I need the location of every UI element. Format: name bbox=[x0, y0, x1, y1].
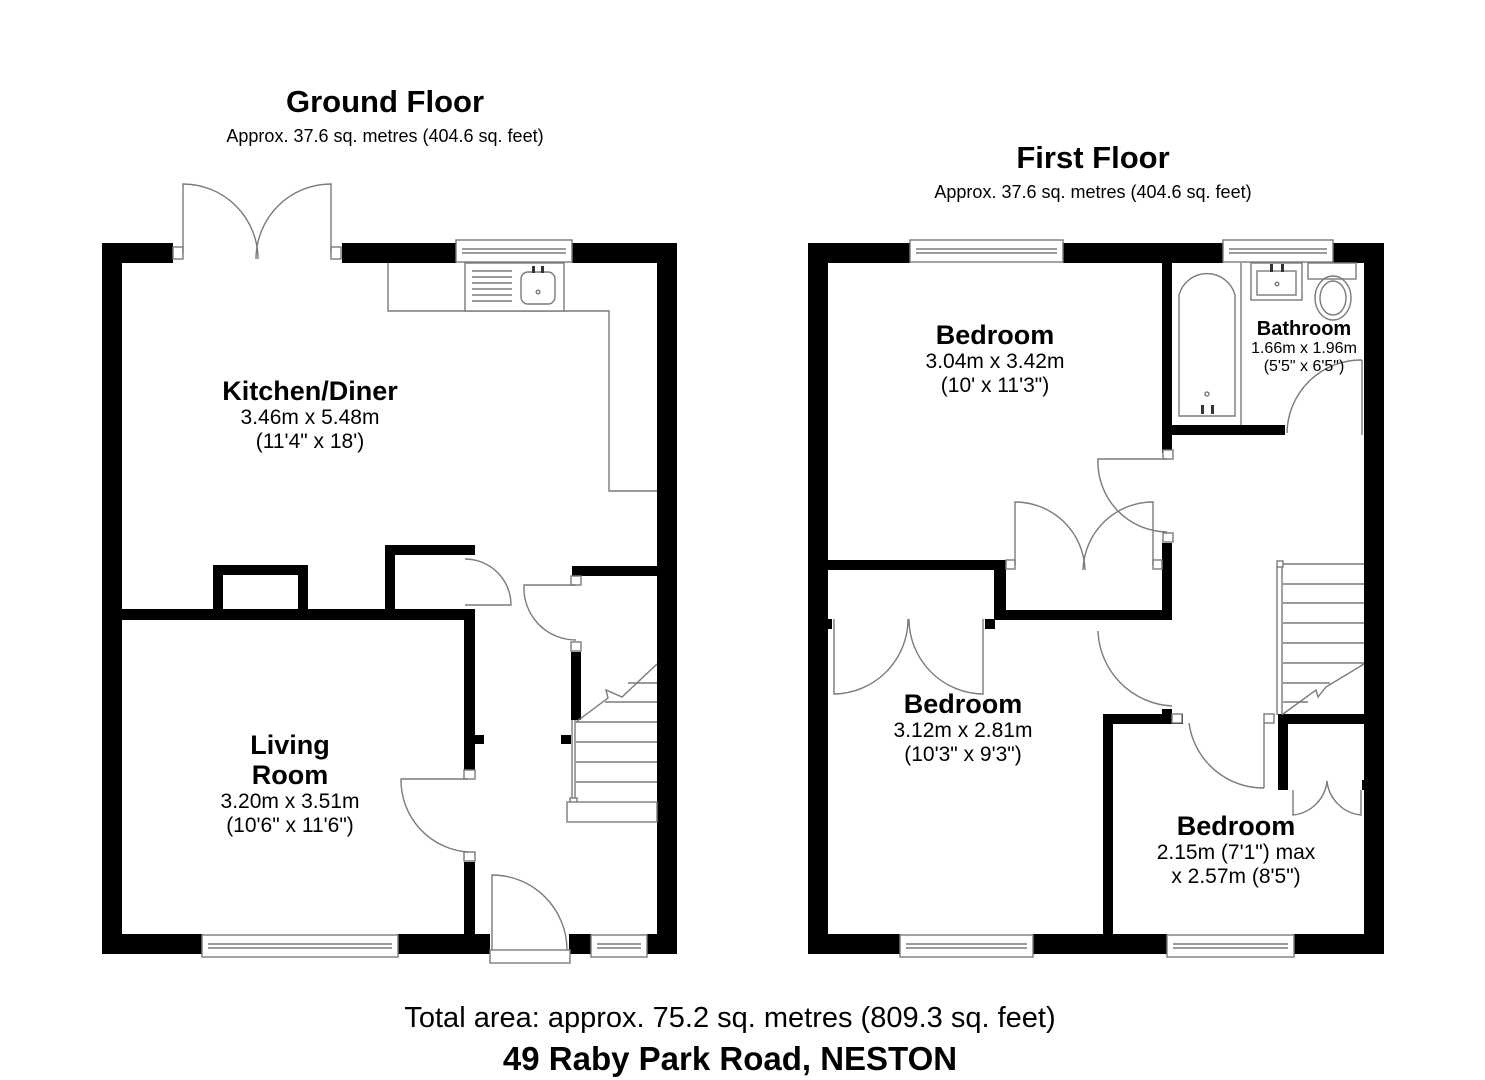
door-swing-icon bbox=[400, 769, 476, 862]
room-label-living-room: Living Room 3.20m x 3.51m (10'6" x 11'6"… bbox=[160, 730, 420, 838]
room-name: Kitchen/Diner bbox=[222, 376, 398, 406]
door-swing-icon bbox=[1188, 713, 1275, 789]
room-dimensions-imperial: (10'6" x 11'6") bbox=[226, 813, 354, 837]
toilet-icon bbox=[1307, 262, 1357, 321]
bath-icon bbox=[1178, 263, 1242, 425]
staircase-icon bbox=[1276, 560, 1365, 715]
door-swing-icon bbox=[523, 575, 582, 652]
room-dimensions-metric: 3.04m x 3.42m bbox=[925, 350, 1065, 374]
room-name: Bedroom bbox=[1176, 811, 1296, 841]
first-floor-area: Approx. 37.6 sq. metres (404.6 sq. feet) bbox=[934, 182, 1252, 202]
room-label-bedroom-1: Bedroom 3.04m x 3.42m (10' x 11'3") bbox=[870, 320, 1120, 397]
room-label-bedroom-3: Bedroom 2.15m (7'1") max x 2.57m (8'5") bbox=[1120, 811, 1352, 888]
first-floor-plan bbox=[808, 239, 1384, 958]
window-icon bbox=[1166, 934, 1295, 958]
room-dimensions-metric: 3.46m x 5.48m bbox=[240, 406, 380, 430]
room-name: Bathroom bbox=[1256, 318, 1352, 340]
room-dimensions-imperial: (5'5" x 6'5") bbox=[1263, 358, 1345, 376]
staircase-icon bbox=[566, 663, 658, 823]
basin-icon bbox=[1250, 262, 1303, 301]
door-swing-icon bbox=[1286, 359, 1363, 435]
window-icon bbox=[909, 239, 1064, 263]
window-icon bbox=[201, 934, 399, 958]
sink-icon bbox=[464, 262, 565, 312]
room-name-line1: Living bbox=[250, 730, 330, 760]
window-icon bbox=[590, 934, 648, 958]
property-address: 49 Raby Park Road, NESTON bbox=[502, 1040, 958, 1077]
window-icon bbox=[899, 934, 1034, 958]
room-dimensions-metric: 1.66m x 1.96m bbox=[1251, 340, 1357, 358]
door-swing-icon bbox=[489, 874, 571, 964]
room-dimensions-imperial: (11'4" x 18') bbox=[255, 429, 365, 453]
total-area: Total area: approx. 75.2 sq. metres (809… bbox=[404, 1002, 1056, 1034]
room-name: Bedroom bbox=[935, 320, 1055, 350]
room-dimensions-imperial: (10'3" x 9'3") bbox=[904, 742, 1022, 766]
window-icon bbox=[1222, 239, 1334, 263]
ground-floor-title: Ground Floor bbox=[285, 84, 485, 119]
room-label-kitchen-diner: Kitchen/Diner 3.46m x 5.48m (11'4" x 18'… bbox=[175, 376, 445, 453]
ground-floor-plan bbox=[102, 183, 677, 964]
door-swing-icon bbox=[1097, 449, 1174, 543]
cupboard-doors-icon bbox=[828, 618, 995, 695]
door-swing-icon bbox=[464, 558, 512, 606]
ground-floor-area: Approx. 37.6 sq. metres (404.6 sq. feet) bbox=[226, 126, 544, 146]
room-name-line2: Room bbox=[251, 760, 329, 791]
room-dimensions-metric: 2.15m (7'1") max bbox=[1156, 841, 1316, 865]
room-dimensions-imperial: (10' x 11'3") bbox=[940, 373, 1050, 397]
cupboard-doors-icon bbox=[1292, 780, 1364, 816]
worktop-outline bbox=[387, 263, 657, 492]
room-dimensions-imperial: x 2.57m (8'5") bbox=[1171, 864, 1301, 888]
cupboard-doors-icon bbox=[1005, 501, 1163, 571]
french-doors-icon bbox=[172, 183, 342, 260]
room-dimensions-metric: 3.12m x 2.81m bbox=[893, 719, 1033, 743]
room-name: Bedroom bbox=[903, 689, 1023, 719]
room-dimensions-metric: 3.20m x 3.51m bbox=[220, 790, 360, 814]
room-label-bedroom-2: Bedroom 3.12m x 2.81m (10'3" x 9'3") bbox=[838, 689, 1088, 766]
first-floor-title: First Floor bbox=[1016, 140, 1170, 175]
window-icon bbox=[455, 239, 573, 263]
door-swing-icon bbox=[1097, 630, 1183, 724]
room-label-bathroom: Bathroom 1.66m x 1.96m (5'5" x 6'5") bbox=[1234, 318, 1374, 376]
